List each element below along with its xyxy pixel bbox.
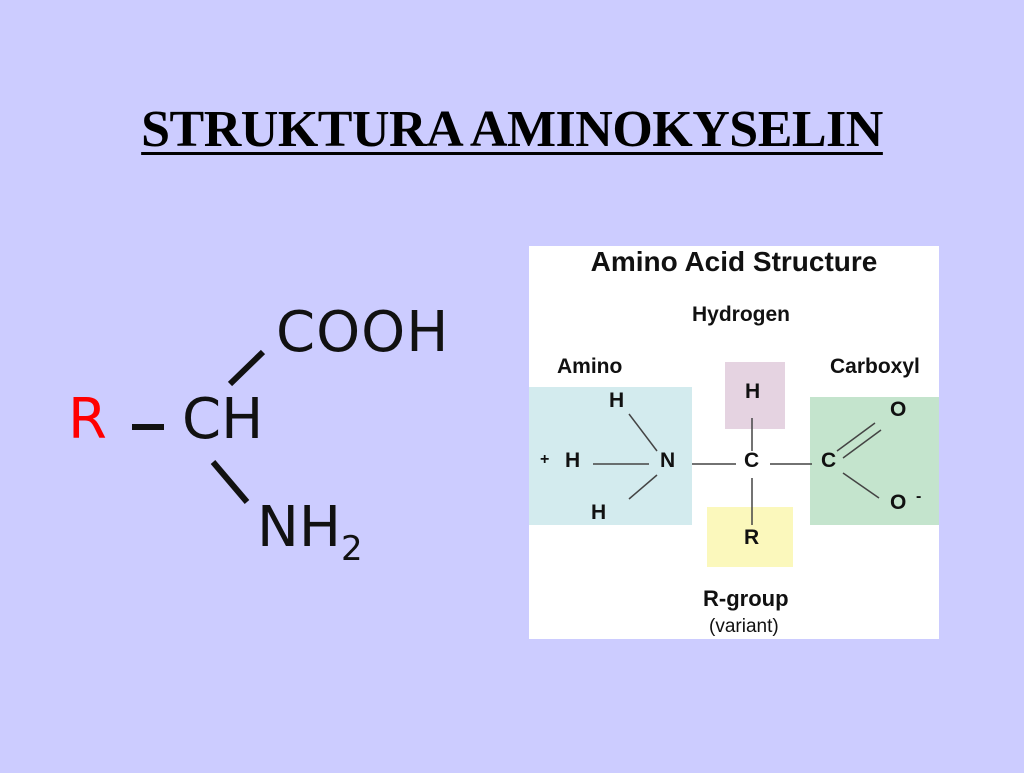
variant-label: (variant) <box>709 616 779 637</box>
atom-c-alpha: C <box>744 449 760 472</box>
amino-label: Amino <box>557 355 623 378</box>
nh2-label: NH2 <box>257 495 363 569</box>
bond-double-2 <box>842 429 882 459</box>
nh2-subscript: 2 <box>341 529 363 569</box>
diagram-title: Amino Acid Structure <box>590 246 878 277</box>
carboxyl-group-box <box>810 397 939 525</box>
atom-o-top: O <box>890 398 907 421</box>
minus-charge: - <box>916 488 922 505</box>
bond-double-1 <box>836 422 876 452</box>
carboxyl-label: Carboxyl <box>830 355 920 378</box>
rgroup-box <box>707 507 793 567</box>
hydrogen-label: Hydrogen <box>692 303 791 326</box>
bond-ch-cooh <box>227 349 266 387</box>
amino-group-box <box>529 387 692 525</box>
rgroup-label: R-group <box>703 586 789 611</box>
bond-ch-nh2 <box>210 460 250 504</box>
atom-h-alpha: H <box>745 380 761 403</box>
ch-label: CH <box>182 387 264 452</box>
amino-acid-structure-diagram: Amino Acid Structure Hydrogen Amino Carb… <box>529 246 939 639</box>
hydrogen-box <box>725 362 785 429</box>
atom-n: N <box>660 449 676 472</box>
bond-htop-n <box>628 413 658 452</box>
r-group-label: R <box>68 387 107 452</box>
diagram-bonds <box>593 413 882 525</box>
atom-h-bottom: H <box>591 501 607 524</box>
atom-c-carboxyl: C <box>821 449 837 472</box>
plus-charge: + <box>540 451 550 468</box>
atom-o-bottom: O <box>890 491 907 514</box>
cooh-label: COOH <box>276 300 450 365</box>
nh-text: NH <box>257 495 341 560</box>
bond-c-o <box>842 472 880 499</box>
diagram-graphics <box>529 362 939 567</box>
slide-title: STRUKTURA AMINOKYSELIN <box>141 101 883 158</box>
bond-hbottom-n <box>628 474 658 500</box>
atom-h-ion: H <box>565 449 581 472</box>
atom-h-top: H <box>609 389 625 412</box>
atom-r: R <box>744 526 760 549</box>
